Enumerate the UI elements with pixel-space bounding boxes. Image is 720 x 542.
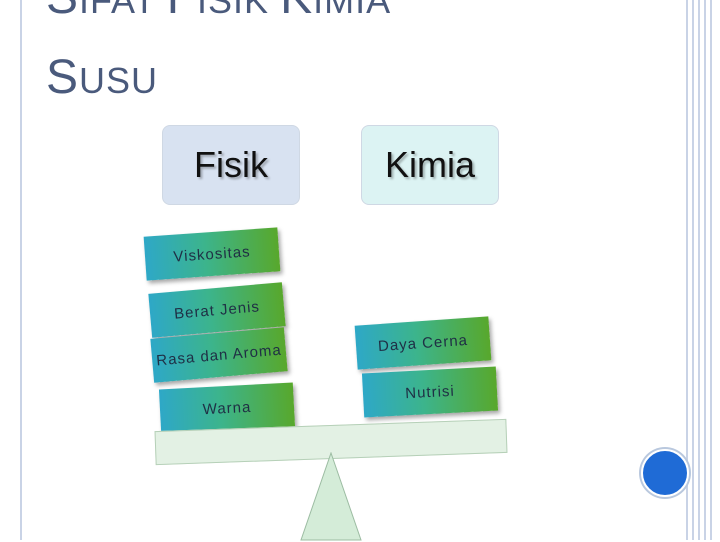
title-part: USU: [79, 60, 159, 101]
accent-circle: [641, 449, 689, 497]
title-part: F: [167, 0, 197, 24]
right-frame-line: [686, 0, 688, 540]
title-part: S: [46, 51, 80, 104]
slide-title-line-2: SUSU: [46, 50, 158, 105]
right-frame-line: [710, 0, 712, 540]
title-part: S: [46, 0, 79, 24]
fisik-header: Fisik: [162, 125, 300, 205]
right-frame-line: [692, 0, 694, 540]
left-frame-line: [20, 0, 22, 540]
kimia-weight-nutrisi: Nutrisi: [361, 366, 499, 418]
fulcrum-triangle: [300, 452, 362, 541]
kimia-weight-daya-cerna: Daya Cerna: [354, 316, 492, 370]
title-part: IMIA: [313, 0, 392, 21]
right-frame-line: [704, 0, 706, 540]
title-part: ISIK: [197, 0, 281, 21]
fisik-weight-warna: Warna: [158, 382, 296, 434]
kimia-header: Kimia: [361, 125, 499, 205]
right-frame-line: [698, 0, 700, 540]
title-part: K: [280, 0, 313, 24]
fisik-weight-viskositas: Viskositas: [143, 227, 281, 281]
title-part: IFAT: [79, 0, 167, 21]
